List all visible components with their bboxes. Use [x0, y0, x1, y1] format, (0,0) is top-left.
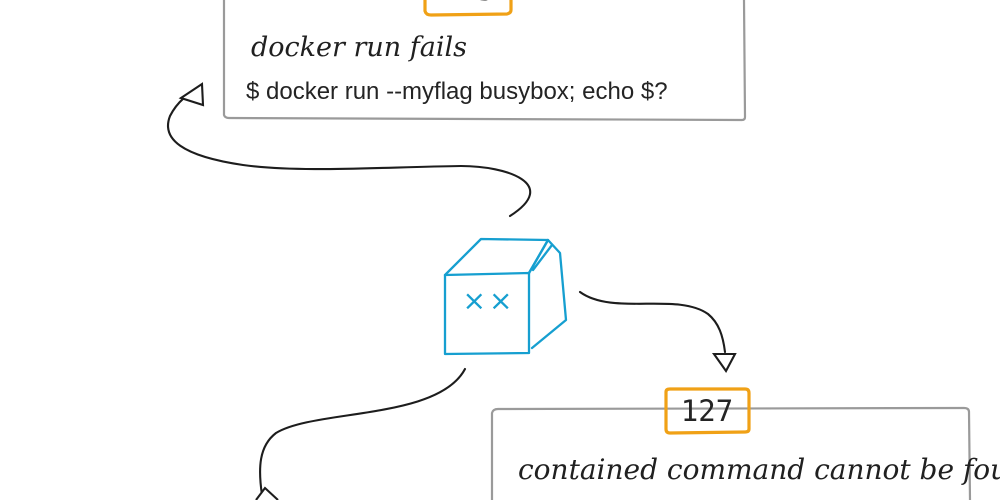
arrow-off-page-line: [259, 367, 467, 497]
arrow-to-bottom-card: [578, 290, 737, 374]
arrow-off-page: [255, 367, 467, 500]
top-card-badge-border: [423, 0, 513, 17]
container-top-face: [443, 237, 554, 277]
arrow-to-top-card-head: [178, 82, 205, 107]
bottom-card-badge-border: [664, 387, 751, 435]
bottom-card: 127 contained command cannot be found: [490, 387, 1000, 500]
arrow-off-page-head: [255, 486, 279, 500]
bottom-card-title: contained command cannot be found: [518, 453, 1000, 486]
top-card-badge-label: 125: [442, 0, 494, 7]
container-illustration: ××: [443, 237, 568, 356]
container-front-face: [443, 271, 531, 356]
top-card-command: $ docker run --myflag busybox; echo $?: [246, 78, 668, 105]
arrow-to-top-card-line: [167, 95, 532, 218]
bottom-card-badge-label: 127: [681, 394, 733, 428]
top-card-title: docker run fails: [251, 32, 467, 63]
top-card: 125 docker run fails $ docker run --myfl…: [222, 0, 747, 122]
arrow-to-bottom-card-head: [711, 352, 737, 374]
arrow-to-bottom-card-line: [578, 290, 727, 354]
container-side-face: [527, 238, 568, 350]
bottom-card-border: [490, 406, 972, 500]
arrow-to-top-card: [167, 82, 532, 218]
top-card-border: [222, 0, 747, 122]
container-face-marks: ××: [463, 284, 516, 317]
